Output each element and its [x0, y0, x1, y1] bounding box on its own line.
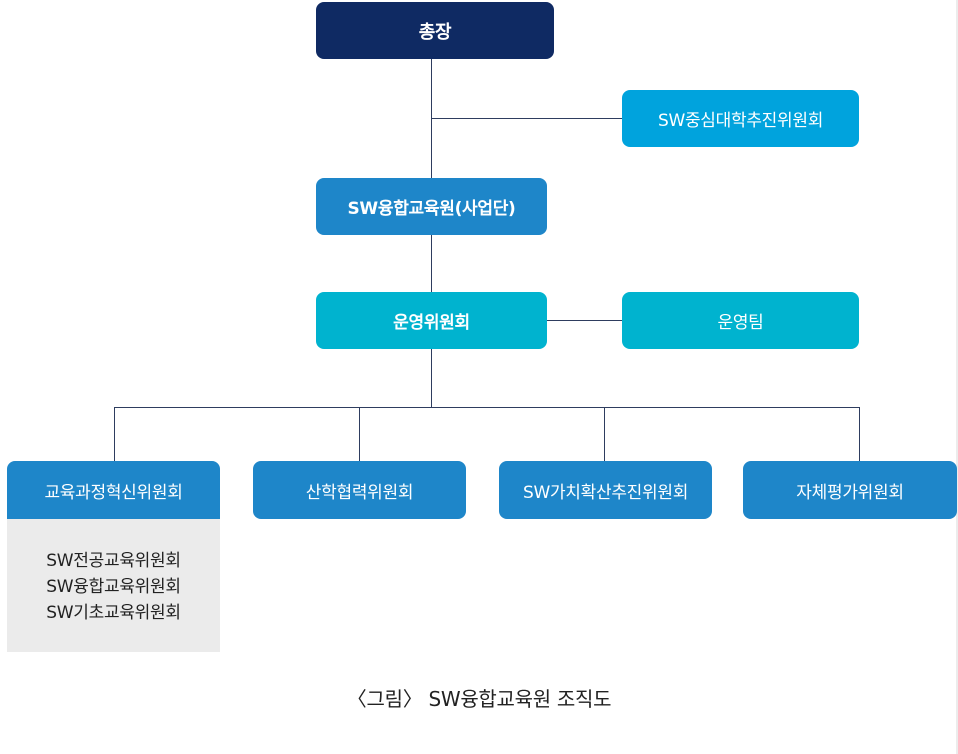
- operating-committee-box: 운영위원회: [316, 292, 547, 349]
- sub-committee-box: 산학협력위원회: [253, 461, 466, 519]
- member-committee-label: SW기초교육위원회: [46, 603, 181, 623]
- connector-sub-3: [604, 407, 605, 461]
- sub-committee-members-panel: SW전공교육위원회 SW융합교육위원회 SW기초교육위원회: [7, 519, 220, 652]
- operating-team-box: 운영팀: [622, 292, 859, 349]
- president-box: 총장: [316, 2, 554, 59]
- figure-caption: 〈그림〉 SW융합교육원 조직도: [346, 687, 612, 711]
- institute-box: SW융합교육원(사업단): [316, 178, 547, 235]
- connector-sub-4: [859, 407, 860, 461]
- member-committee-label: SW전공교육위원회: [46, 551, 181, 571]
- connector-sub-committees-bus: [114, 407, 860, 408]
- page-edge-rule: [956, 0, 958, 754]
- sub-committee-box: 자체평가위원회: [743, 461, 957, 519]
- connector-sub-2: [359, 407, 360, 461]
- connector-operating-team: [547, 320, 622, 321]
- connector-advisory-committee: [431, 118, 622, 119]
- sub-committee-box: 교육과정혁신위원회: [7, 461, 220, 519]
- connector-sub-1: [114, 407, 115, 461]
- member-committee-label: SW융합교육위원회: [46, 577, 181, 597]
- advisory-committee-box: SW중심대학추진위원회: [622, 90, 859, 147]
- sub-committee-box: SW가치확산추진위원회: [499, 461, 712, 519]
